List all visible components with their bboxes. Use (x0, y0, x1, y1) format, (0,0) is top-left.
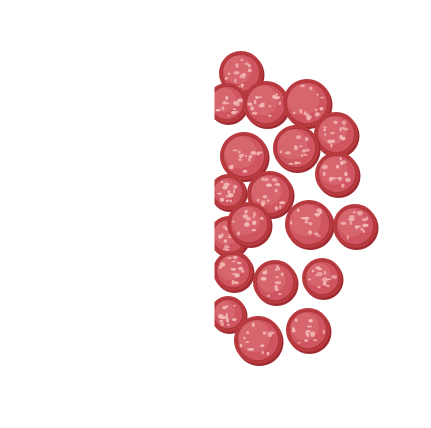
salami-slice (214, 251, 255, 293)
salami-slice (214, 296, 248, 334)
salami-slice (227, 202, 273, 248)
salami-slice (234, 316, 284, 366)
salami-slice (286, 308, 332, 354)
salami-slice (314, 112, 360, 158)
salami-slice (220, 132, 270, 182)
salami-slice (243, 81, 291, 129)
salami-slice (273, 125, 321, 173)
salami-slice (214, 174, 248, 212)
salami-slice (253, 260, 299, 306)
salami-slice (302, 258, 344, 300)
salami-slice (333, 204, 379, 250)
salami-slice (315, 152, 361, 198)
salami-slice-group (214, 51, 379, 366)
salami-slice (214, 83, 249, 125)
salami-slice (285, 200, 335, 250)
salami-slice (283, 79, 333, 129)
